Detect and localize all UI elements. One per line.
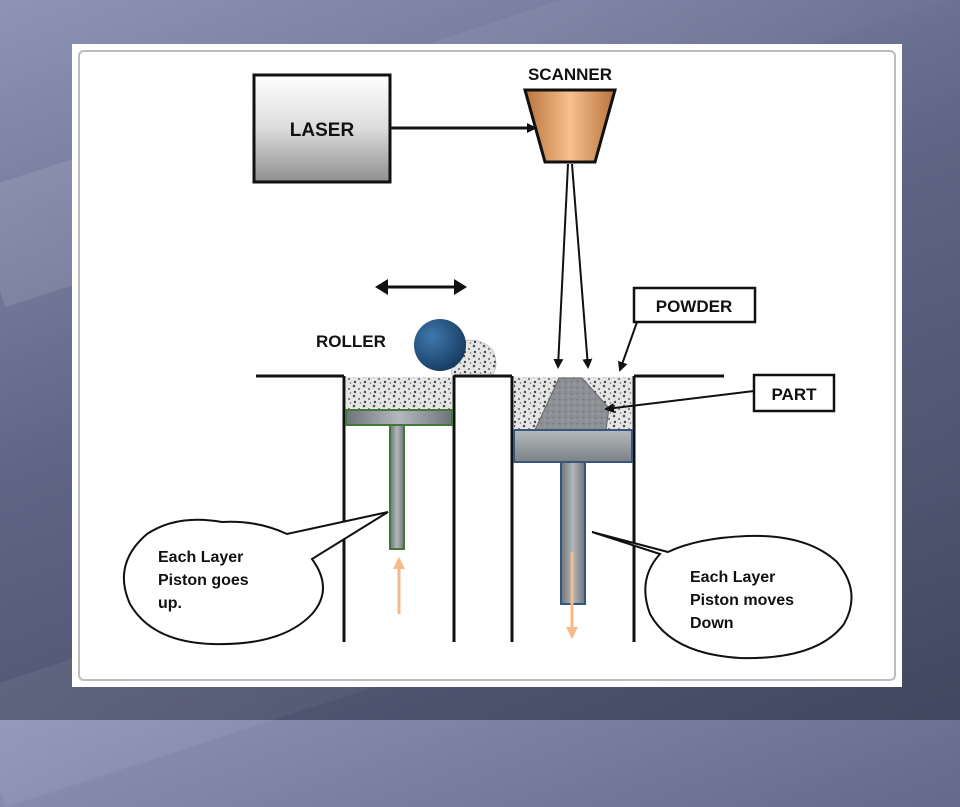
- feed-piston-rod: [389, 424, 405, 550]
- right-callout-line-2: Piston moves: [690, 592, 794, 609]
- slide-frame: [78, 50, 896, 681]
- powder-label-box: POWDER: [632, 286, 757, 324]
- slide: LASER SCANNER ROLLER: [72, 44, 902, 687]
- powder-pointer: [617, 321, 638, 372]
- right-callout-line-1: Each Layer: [690, 569, 775, 586]
- scanner-beam-right: [571, 163, 593, 369]
- roller: [414, 319, 466, 371]
- build-piston-plate: [513, 429, 633, 463]
- svg-text:Each Layer Piston move: Each Layer Piston moves Down: [690, 569, 798, 632]
- roller-label: ROLLER: [316, 332, 386, 351]
- feed-powder: [346, 377, 452, 410]
- left-callout-line-2: Piston goes: [158, 572, 249, 589]
- laser-label: LASER: [290, 120, 355, 141]
- left-callout-line-3: up.: [158, 595, 182, 612]
- build-piston-callout: Each Layer Piston moves Down: [591, 531, 853, 660]
- scanner-label: SCANNER: [528, 65, 612, 84]
- left-callout-line-1: Each Layer: [158, 549, 243, 566]
- feed-piston-callout: Each Layer Piston goes up.: [122, 511, 389, 646]
- build-chamber-walls: [256, 374, 724, 642]
- scanner-beam-left: [553, 163, 569, 369]
- roller-motion-arrow: [375, 279, 467, 295]
- scanner: SCANNER: [523, 65, 617, 164]
- feed-piston-plate: [345, 409, 453, 426]
- sls-process-diagram: LASER SCANNER ROLLER: [122, 65, 853, 660]
- svg-text:Each Layer Piston goes: Each Layer Piston goes up.: [158, 549, 253, 612]
- part-pointer: [604, 390, 755, 413]
- right-callout-line-3: Down: [690, 615, 734, 632]
- laser-box: LASER: [252, 73, 392, 184]
- powder-label: POWDER: [656, 297, 733, 316]
- part-label-box: PART: [752, 373, 836, 413]
- part-label: PART: [771, 385, 817, 404]
